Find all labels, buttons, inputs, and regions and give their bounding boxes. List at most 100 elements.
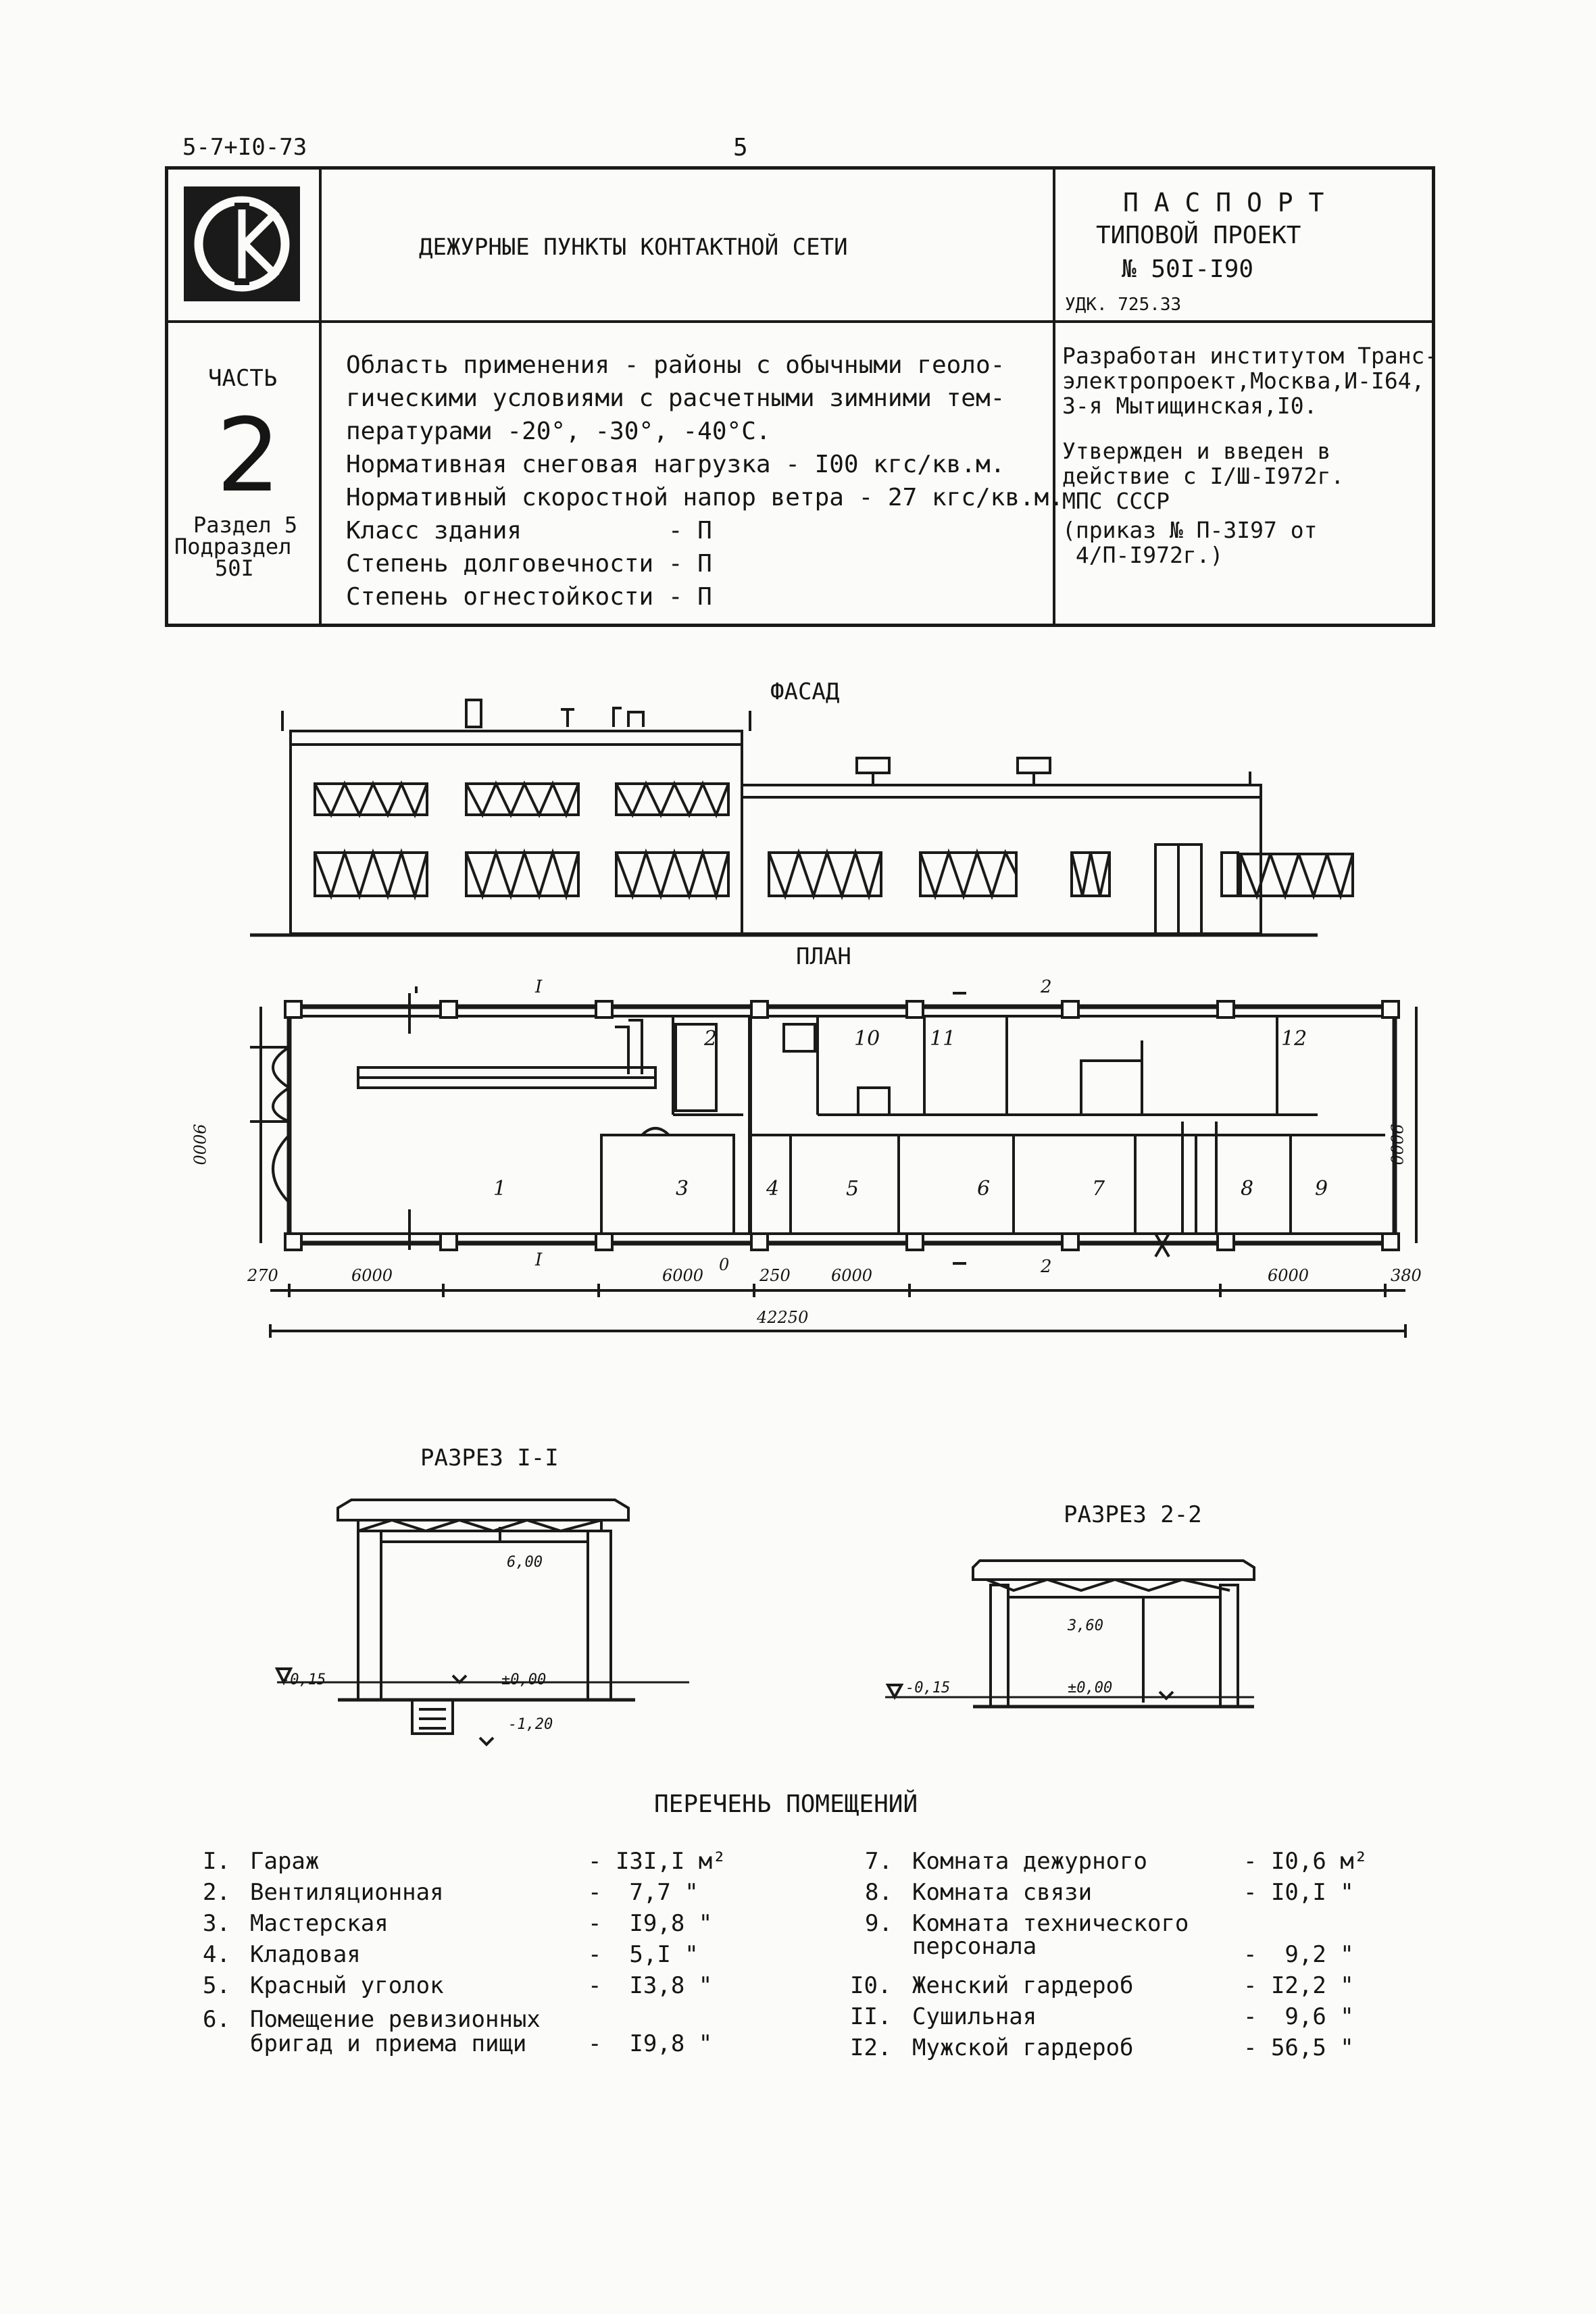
room-number: 7. [865,1848,893,1875]
room-area: - 5,I " [588,1941,699,1968]
room-name: Женский гардероб [912,1972,1134,1999]
section2-drawing [885,1559,1255,1709]
part-number: 2 [216,397,281,515]
description-block: Область применения - районы с обычными г… [346,349,1064,613]
developer-line: 4/П-I972г.) [1062,542,1224,568]
section1-drawing [274,1499,689,1746]
room-area: - 7,7 " [588,1879,699,1906]
passport-title: П А С П О Р Т [1123,188,1324,218]
room-label: 10 [854,1027,880,1051]
section2-title: РАЗРЕЗ 2-2 [1064,1501,1202,1528]
description-line: гическими условиями с расчетными зимними… [346,384,1005,412]
room-label: 7 [1092,1177,1105,1201]
room-number: 8. [865,1879,893,1906]
room-area: - 9,2 " [1243,1941,1354,1968]
sk-logo [184,186,300,301]
room-label: 12 [1281,1027,1307,1051]
room-name: Вентиляционная [250,1879,444,1906]
room-area: - I2,2 " [1243,1972,1354,1999]
facade-title: ФАСАД [770,678,840,705]
title-block-divider-horizontal [165,320,1435,323]
room-name-continued: персонала [912,1933,1037,1960]
room-name: Комната дежурного [912,1848,1147,1875]
dimension-label: 6000 [662,1266,704,1285]
developer-line: (приказ № П-3I97 от [1062,517,1318,543]
dimension-label: 42250 [757,1308,809,1327]
section1-level: -1,20 [508,1716,553,1733]
room-number: 4. [203,1941,230,1968]
room-name: Кладовая [250,1941,361,1968]
section2-level: 3,60 [1068,1617,1103,1634]
room-label: 3 [676,1177,689,1201]
room-area: - I3,8 " [588,1972,713,1999]
description-line: пературами -20°, -30°, -40°С. [346,418,771,445]
project-type: ТИПОВОЙ ПРОЕКТ [1096,222,1301,249]
room-name: Сушильная [912,2003,1037,2030]
section2-level: ±0,00 [1068,1680,1113,1696]
room-area: - I9,8 " [588,2030,713,2057]
part-label: ЧАСТЬ [208,365,278,392]
subsection-number: 50I [215,555,254,581]
developer-block: Разработан институтом Транс- электропрое… [1062,343,1438,568]
dimension-label: 6000 [351,1266,393,1285]
room-number: 6. [203,2006,230,2033]
facade-windows-upper [314,780,730,819]
developer-line: Утвержден и введен в [1062,438,1331,464]
plan-drawing [250,986,1418,1338]
room-number: 9. [865,1910,893,1937]
facade-drawing [250,699,1318,937]
section-mark: 2 [1041,977,1052,997]
room-label: 4 [766,1177,780,1201]
page-number: 5 [733,134,748,161]
room-number: 3. [203,1910,230,1937]
room-label: 1 [493,1177,507,1201]
section1-title: РАЗРЕЗ I-I [420,1444,559,1472]
room-area: - I9,8 " [588,1910,713,1937]
facade-windows-lower [314,843,1239,935]
room-name: Комната связи [912,1879,1093,1906]
udk-code: УДК. 725.33 [1065,295,1182,315]
room-number: 5. [203,1972,230,1999]
room-name: Гараж [250,1848,320,1875]
room-area: - I0,6 м² [1243,1848,1368,1875]
project-title: ДЕЖУРНЫЕ ПУНКТЫ КОНТАКТНОЙ СЕТИ [419,234,848,261]
section-label: Раздел 5 [193,512,298,538]
section2-level: -0,15 [905,1680,951,1696]
room-area: - I3I,I м² [588,1848,726,1875]
rooms-list-title: ПЕРЕЧЕНЬ ПОМЕЩЕНИЙ [654,1790,918,1818]
dimension-label: 0 [719,1255,730,1274]
section-mark: 2 [1041,1257,1052,1277]
dimension-label: 6000 [831,1266,873,1285]
doc-code: 5-7+I0-73 [182,134,307,161]
room-number: I2. [850,2034,892,2061]
room-area: - 9,6 " [1243,2003,1354,2030]
room-name: Мужской гардероб [912,2034,1134,2061]
room-name: Помещение ревизионных [250,2006,541,2033]
dimension-label: 250 [759,1266,791,1285]
section1-level: ±0,00 [501,1671,547,1688]
room-name: Красный уголок [250,1972,444,1999]
section-mark: I [535,977,543,997]
description-line: Нормативная снеговая нагрузка - I00 кгс/… [346,451,1005,478]
description-line: Нормативный скоростной напор ветра - 27 … [346,484,1064,511]
dimension-label: 6000 [1268,1266,1310,1285]
room-number: II. [850,2003,892,2030]
developer-line: МПС СССР [1062,488,1170,514]
title-block-divider-right [1053,166,1055,627]
description-line: Класс здания - П [346,517,712,545]
developer-line: действие с I/Ш-I972г. [1062,463,1345,489]
room-number: I0. [850,1972,892,1999]
dimension-label: 380 [1391,1266,1422,1285]
room-label: 5 [846,1177,859,1201]
room-name-continued: бригад и приема пищи [250,2030,527,2057]
developer-line: Разработан институтом Транс- [1062,343,1439,369]
title-block-divider-left [319,166,322,627]
room-label: 2 [704,1027,718,1051]
developer-line: 3-я Мытищинская,I0. [1062,393,1318,419]
dimension-label: 270 [247,1266,278,1285]
plan-title: ПЛАН [796,943,851,970]
room-name: Комната технического [912,1910,1189,1937]
dimension-label: 9000 [189,1124,209,1165]
description-line: Степень огнестойкости - П [346,583,712,611]
developer-line [1062,418,1438,438]
